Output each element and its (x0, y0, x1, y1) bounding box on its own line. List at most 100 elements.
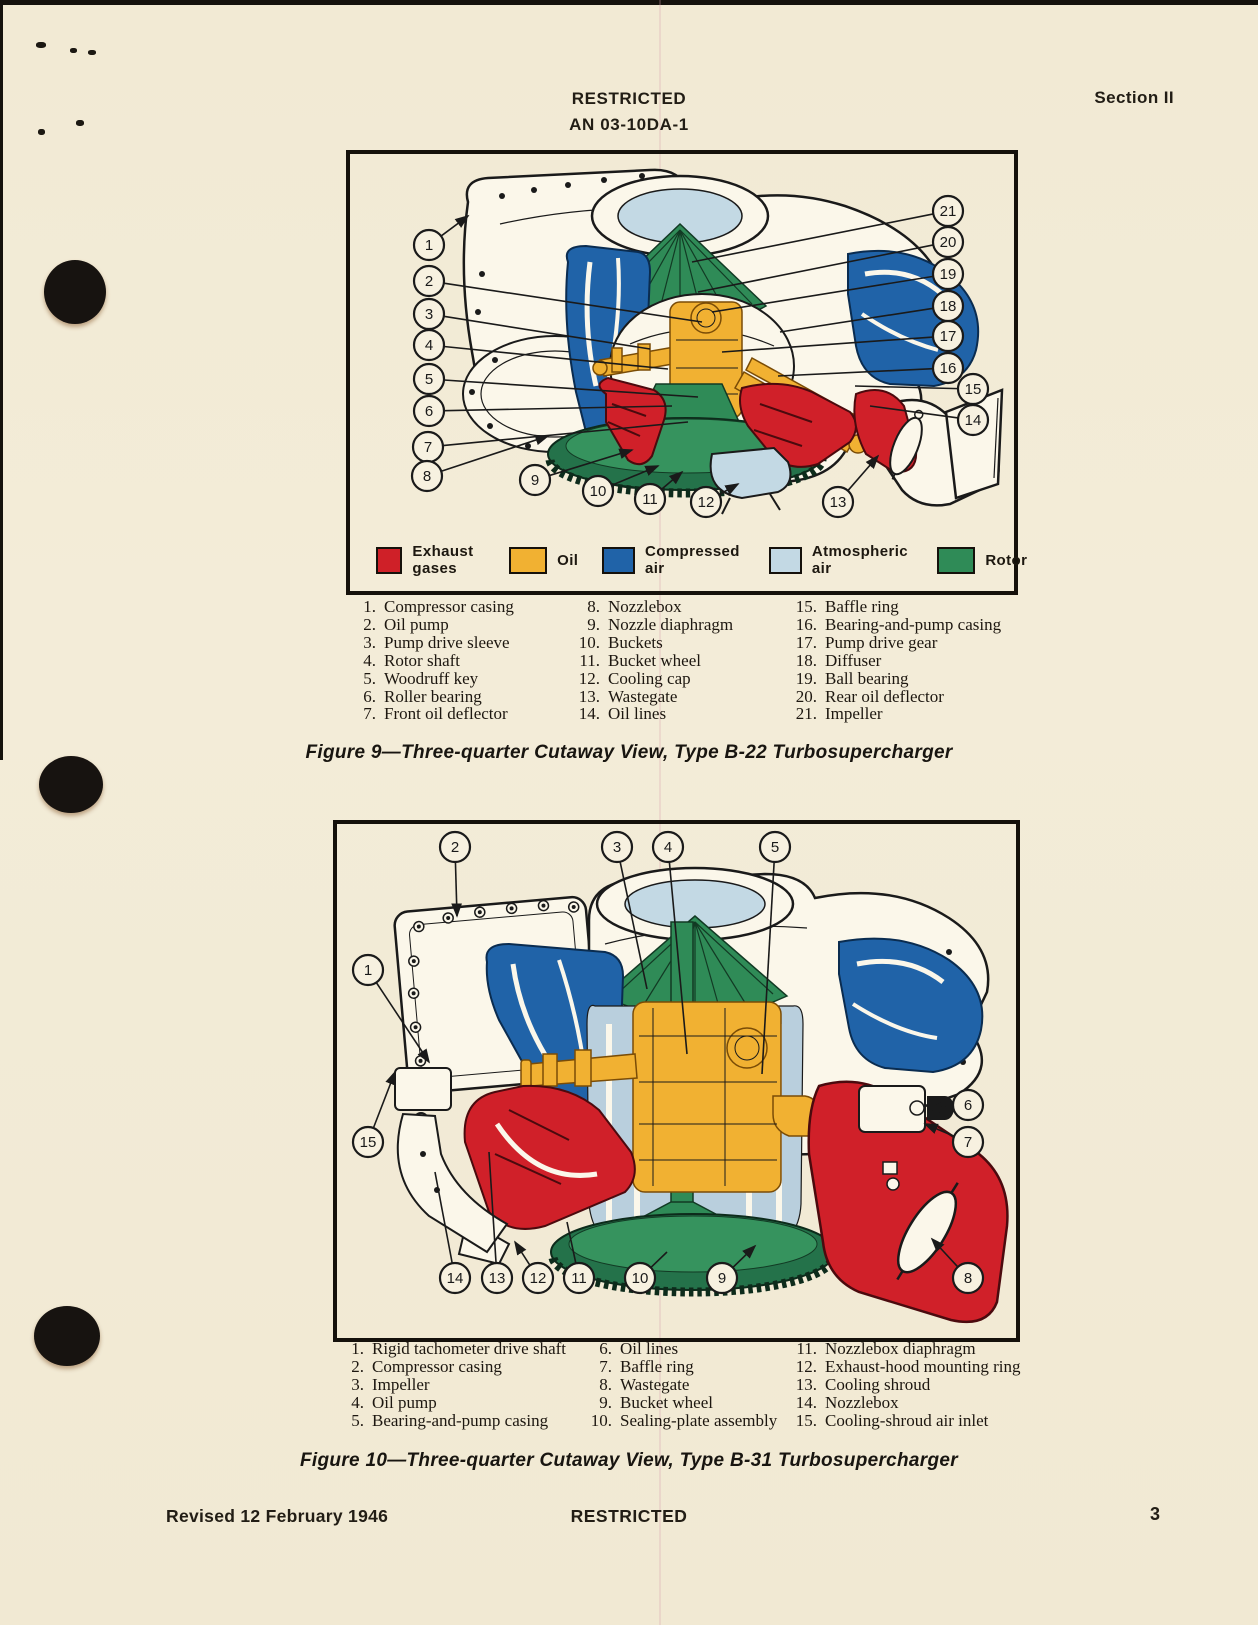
svg-text:13: 13 (830, 494, 847, 511)
callout-11: 11 (633, 470, 684, 516)
parts-item-name: Pump drive sleeve (384, 632, 510, 652)
svg-text:2: 2 (451, 839, 459, 856)
parts-item: 12.Cooling cap (573, 669, 733, 688)
parts-item-name: Woodruff key (384, 668, 479, 688)
svg-text:1: 1 (364, 962, 372, 979)
parts-item-name: Rotor shaft (384, 650, 461, 670)
callout-13: 13 (821, 454, 880, 519)
parts-item: 3.Impeller (337, 1374, 566, 1394)
svg-text:1: 1 (425, 237, 433, 254)
parts-item-number: 2. (363, 614, 376, 634)
parts-item: 5.Woodruff key (349, 668, 514, 688)
legend-item: Oil (509, 546, 578, 574)
svg-text:9: 9 (718, 1270, 726, 1287)
legend-label: Exhaust gases (412, 543, 474, 577)
legend-label: Atmospheric air (811, 543, 909, 577)
svg-text:3: 3 (613, 839, 621, 856)
parts-item-name: Impeller (372, 1374, 430, 1394)
figure-10-caption: Figure 10—Three-quarter Cutaway View, Ty… (300, 1450, 958, 1471)
parts-item-name: Compressor casing (372, 1356, 502, 1376)
svg-text:4: 4 (425, 337, 433, 354)
callout-10: 10 (623, 1251, 668, 1295)
legend-item: Compressed air (602, 543, 745, 577)
parts-item-name: Pump drive gear (825, 632, 938, 652)
parts-item-name: Buckets (608, 632, 663, 652)
parts-item-name: Oil pump (372, 1392, 437, 1412)
legend-color-chip (602, 546, 635, 574)
parts-item-number: 9. (599, 1392, 612, 1412)
svg-text:12: 12 (530, 1270, 547, 1287)
parts-item-name: Nozzlebox diaphragm (825, 1339, 976, 1358)
callout-16: 16 (777, 351, 965, 385)
parts-item-name: Impeller (825, 704, 883, 724)
callout-11: 11 (562, 1221, 596, 1295)
legend-color-chip (509, 546, 548, 574)
callout-12: 12 (689, 483, 740, 519)
parts-item: 1.Compressor casing (349, 598, 514, 616)
parts-item-name: Sealing-plate assembly (620, 1410, 778, 1430)
svg-text:19: 19 (940, 266, 957, 283)
parts-item-number: 8. (599, 1374, 612, 1394)
header-section: Section II (1094, 88, 1174, 107)
parts-item: 15.Baffle ring (790, 598, 1001, 616)
parts-item-number: 2. (351, 1356, 364, 1376)
callout-12: 12 (514, 1240, 555, 1295)
ink-speck (76, 120, 84, 126)
parts-item-number: 12. (795, 1356, 817, 1376)
parts-item: 8. Wastegate (585, 1374, 777, 1394)
parts-item-name: Bucket wheel (620, 1392, 713, 1412)
parts-item-number: 1. (363, 597, 376, 616)
parts-item-number: 7. (599, 1356, 612, 1376)
parts-item: 10.Sealing-plate assembly (585, 1410, 778, 1430)
svg-text:4: 4 (664, 839, 672, 856)
callout-5: 5 (758, 830, 792, 1075)
parts-item: 17. Pump drive gear (790, 632, 1001, 652)
svg-text:8: 8 (423, 468, 431, 485)
figure-9-legend: Exhaust gases Oil Compressed air Atmospheri… (376, 543, 1027, 577)
parts-item-name: Diffuser (825, 650, 882, 670)
parts-item-number: 8. (587, 597, 600, 616)
parts-item-number: 5. (351, 1410, 364, 1430)
parts-item: 14.Nozzlebox (790, 1392, 1020, 1412)
parts-item: 19.Ball bearing (790, 669, 1001, 688)
callout-3: 3 (600, 830, 648, 990)
ink-speck (36, 42, 46, 48)
parts-item-number: 16. (795, 614, 817, 634)
callout-1: 1 (412, 214, 470, 262)
svg-text:18: 18 (940, 298, 957, 315)
parts-item-name: Wastegate (620, 1374, 690, 1394)
legend-color-chip (376, 546, 403, 574)
callout-15: 15 (351, 1070, 396, 1159)
header-restricted: RESTRICTED (571, 89, 687, 108)
parts-item-number: 17. (795, 632, 817, 652)
callout-15: 15 (854, 372, 990, 406)
parts-item: 7.Front oil deflector (349, 705, 514, 723)
parts-item: 6.Oil lines (585, 1340, 777, 1358)
svg-text:12: 12 (698, 494, 715, 511)
callout-8: 8 (410, 434, 550, 493)
parts-item: 18.Diffuser (790, 650, 1001, 670)
callout-14: 14 (434, 1171, 472, 1295)
parts-item-name: Cooling shroud (825, 1374, 931, 1394)
b31-cutaway-illustration (393, 866, 1009, 1324)
callout-3: 3 (412, 297, 651, 350)
parts-item-name: Baffle ring (620, 1356, 694, 1376)
parts-item-name: Front oil deflector (384, 704, 508, 724)
parts-item-number: 11. (796, 1339, 817, 1358)
svg-text:11: 11 (571, 1270, 587, 1287)
parts-item-name: Nozzlebox (825, 1392, 899, 1412)
scan-edge-top (0, 0, 1258, 5)
parts-item: 21.Impeller (790, 705, 1001, 723)
parts-item: 11.Bucket wheel (573, 651, 733, 670)
callout-20: 20 (697, 225, 965, 293)
header-doc-number: AN 03-10DA-1 (569, 115, 689, 134)
callout-4: 4 (651, 830, 688, 1055)
parts-item-number: 9. (587, 614, 600, 634)
callout-2: 2 (412, 264, 703, 323)
